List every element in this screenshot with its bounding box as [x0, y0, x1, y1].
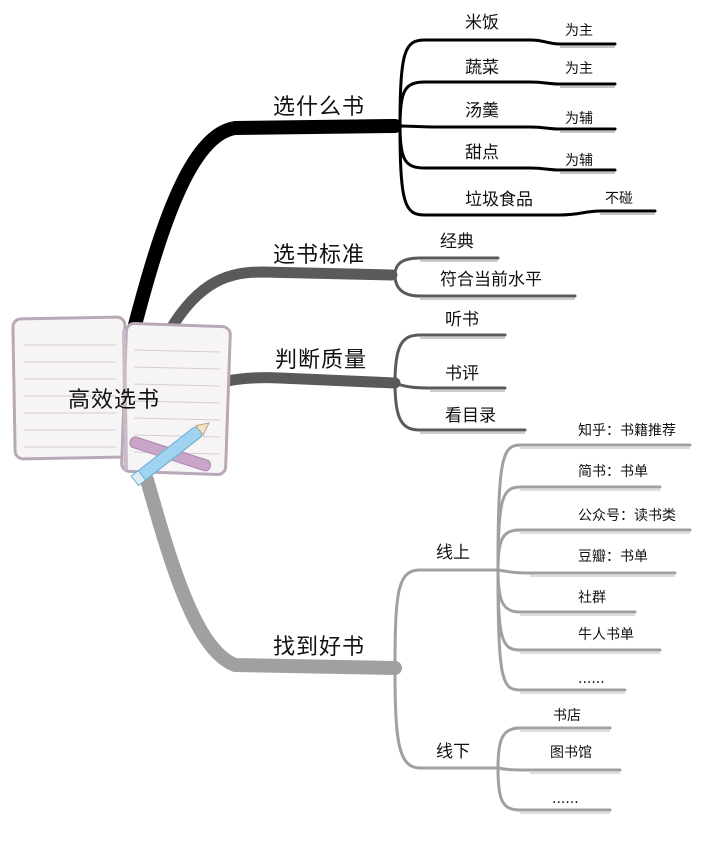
leaf-community: 社群: [578, 590, 606, 606]
leaf-library: 图书馆: [550, 745, 592, 761]
subtree-what-books: [398, 38, 657, 217]
node-current-level: 符合当前水平: [440, 270, 542, 290]
node-online: 线上: [436, 543, 470, 563]
note-vegetables: 为主: [565, 61, 593, 77]
leaf-online-more: ......: [578, 671, 605, 687]
branch-connector-quality: [216, 372, 401, 389]
note-soup: 为辅: [565, 111, 593, 127]
branch-find-books: 找到好书: [273, 635, 366, 660]
node-review: 书评: [445, 364, 479, 384]
node-soup: 汤羹: [465, 101, 499, 121]
node-audiobook: 听书: [445, 310, 479, 330]
leaf-offline-more: ......: [552, 791, 579, 807]
branch-quality: 判断质量: [275, 348, 368, 373]
node-classic: 经典: [440, 232, 474, 252]
node-vegetables: 蔬菜: [465, 58, 499, 78]
note-dessert: 为辅: [565, 153, 593, 169]
subtree-criteria: [393, 256, 577, 298]
leaf-douban: 豆瓣：书单: [578, 549, 648, 565]
node-toc: 看目录: [445, 406, 496, 426]
node-dessert: 甜点: [465, 143, 499, 163]
node-offline: 线下: [436, 742, 470, 762]
leaf-jianshu: 简书：书单: [578, 464, 648, 480]
leaf-expert-list: 牛人书单: [578, 627, 634, 643]
branch-criteria: 选书标准: [273, 243, 366, 268]
branch-connector-find: [140, 473, 402, 675]
leaf-bookstore: 书店: [553, 708, 581, 724]
node-rice: 米饭: [465, 13, 499, 33]
branch-what-books: 选什么书: [273, 95, 366, 120]
branch-connector-criteria: [164, 266, 398, 336]
subtree-find: [393, 443, 692, 812]
note-rice: 为主: [565, 23, 593, 39]
node-junk-food: 垃圾食品: [465, 190, 533, 210]
subtree-quality: [393, 333, 527, 432]
branch-connector-what-books: [128, 119, 402, 332]
note-junk-food: 不碰: [605, 191, 633, 207]
notebook-pencil-icon: [11, 315, 232, 487]
leaf-wechat-account: 公众号：读书类: [578, 508, 676, 524]
leaf-zhihu: 知乎：书籍推荐: [578, 423, 676, 439]
center-title: 高效选书: [68, 388, 161, 413]
